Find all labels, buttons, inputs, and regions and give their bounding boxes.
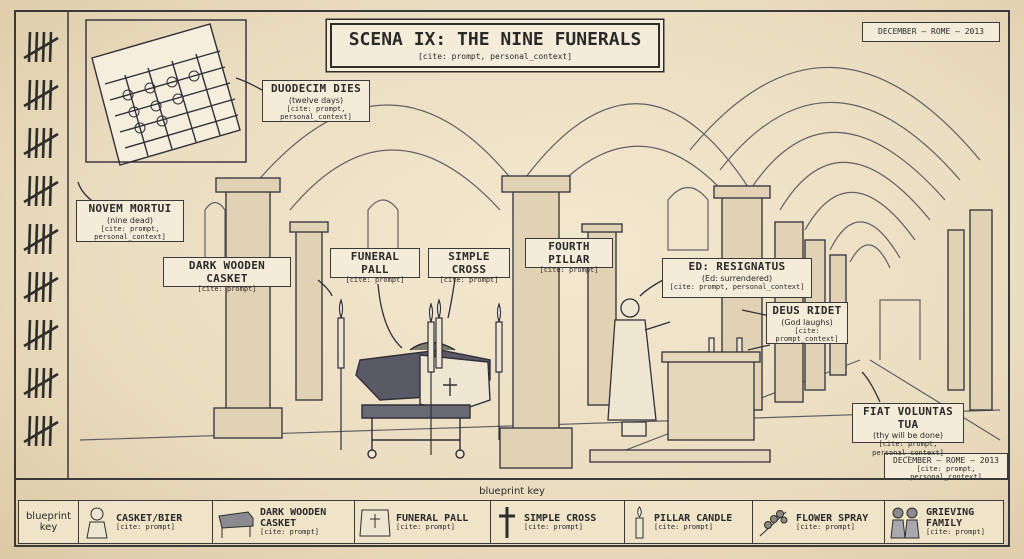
tally-strike: [23, 324, 59, 348]
tally-stroke: [27, 175, 32, 207]
tally-stroke: [48, 79, 53, 111]
label-simple-cross: SIMPLE CROSS [cite: prompt]: [428, 248, 510, 284]
tally-stroke: [27, 415, 32, 447]
corner-date-top: DECEMBER — ROME — 2013: [862, 22, 1000, 42]
tally-stroke: [48, 271, 53, 303]
scene-title-cite: [cite: prompt, personal_context]: [417, 52, 573, 61]
tally-stroke: [34, 319, 39, 351]
label-novem-mortui: NOVEM MORTUI (nine dead) [cite: prompt, …: [76, 200, 184, 242]
label-funeral-pall: FUNERAL PALL [cite: prompt]: [330, 248, 420, 284]
key-first-cell: blueprint key: [19, 501, 79, 543]
key-item-flower-spray: FLOWER SPRAY[cite: prompt]: [753, 501, 885, 543]
key-title: blueprint key: [479, 486, 545, 497]
tally-stroke: [48, 367, 53, 399]
tally-strike: [23, 180, 59, 204]
tally-stroke: [27, 319, 32, 351]
tally-stroke: [27, 271, 32, 303]
tally-stroke: [34, 223, 39, 255]
tally-stroke: [48, 319, 53, 351]
tally-strike: [23, 372, 59, 396]
tally-group: [23, 223, 59, 255]
scene-title: SCENA IX: THE NINE FUNERALS: [348, 29, 642, 50]
label-fourth-pillar: FOURTH PILLAR [cite: prompt]: [525, 238, 613, 274]
key-item-funeral-pall: FUNERAL PALL[cite: prompt]: [355, 501, 491, 543]
tally-group: [23, 367, 59, 399]
label-fiat-voluntas-tua: FIAT VOLUNTAS TUA (thy will be done) [ci…: [852, 403, 964, 457]
priest-icon: [86, 507, 108, 539]
tally-group: [23, 127, 59, 159]
key-item-simple-cross: SIMPLE CROSS[cite: prompt]: [491, 501, 625, 543]
tally-strike: [23, 132, 59, 156]
pall-icon: [359, 509, 391, 537]
tally-stroke: [34, 367, 39, 399]
tally-group: [23, 175, 59, 207]
tally-group: [23, 79, 59, 111]
tally-group: [23, 415, 59, 447]
tally-group: [23, 319, 59, 351]
tally-stroke: [34, 31, 39, 63]
tally-stroke: [48, 223, 53, 255]
tally-strike: [23, 228, 59, 252]
candle-icon: [635, 506, 644, 539]
tally-group: [23, 31, 59, 63]
corner-date-bottom: DECEMBER — ROME — 2013 [cite: prompt, pe…: [884, 453, 1008, 481]
tally-stroke: [27, 223, 32, 255]
tally-stroke: [48, 127, 53, 159]
casket-icon: [218, 511, 254, 538]
tally-stroke: [27, 31, 32, 63]
key-item-casket-bier: CASKET/BIER[cite: prompt]: [79, 501, 213, 543]
label-deus-ridet: DEUS RIDET (God laughs) [cite: prompt_co…: [766, 302, 848, 344]
tally-strike: [23, 276, 59, 300]
tally-strike: [23, 84, 59, 108]
key-item-grieving-family: GRIEVING FAMILY[cite: prompt]: [885, 501, 1001, 543]
flower-icon: [759, 510, 788, 537]
tally-marks: [23, 31, 59, 447]
key-item-pillar-candle: PILLAR CANDLE[cite: prompt]: [625, 501, 753, 543]
tally-stroke: [48, 175, 53, 207]
key-row: blueprint key CASKET/BIER[cite: prompt] …: [18, 500, 1004, 544]
tally-strike: [23, 36, 59, 60]
key-item-dark-wooden-casket: DARK WOODEN CASKET[cite: prompt]: [213, 501, 355, 543]
tally-group: [23, 271, 59, 303]
tally-stroke: [48, 415, 53, 447]
label-ed-resignatus: ED: RESIGNATUS (Ed: surrendered) [cite: …: [662, 258, 812, 298]
outer-frame: [14, 10, 1010, 547]
scene-title-box: SCENA IX: THE NINE FUNERALS [cite: promp…: [330, 23, 660, 68]
tally-stroke: [27, 79, 32, 111]
blueprint-key: blueprint key blueprint key CASKET/BIER[…: [14, 478, 1010, 549]
tally-stroke: [34, 175, 39, 207]
tally-stroke: [34, 79, 39, 111]
label-dark-wooden-casket: DARK WOODEN CASKET [cite: prompt]: [163, 257, 291, 293]
tally-stroke: [27, 367, 32, 399]
tally-stroke: [27, 127, 32, 159]
tally-stroke: [34, 127, 39, 159]
label-duodecim-dies: DUODECIM DIES (twelve days) [cite: promp…: [262, 80, 370, 122]
cross-icon: [499, 507, 515, 538]
family-icon: [890, 507, 920, 539]
tally-strike: [23, 420, 59, 444]
tally-stroke: [34, 415, 39, 447]
tally-stroke: [48, 31, 53, 63]
tally-stroke: [34, 271, 39, 303]
